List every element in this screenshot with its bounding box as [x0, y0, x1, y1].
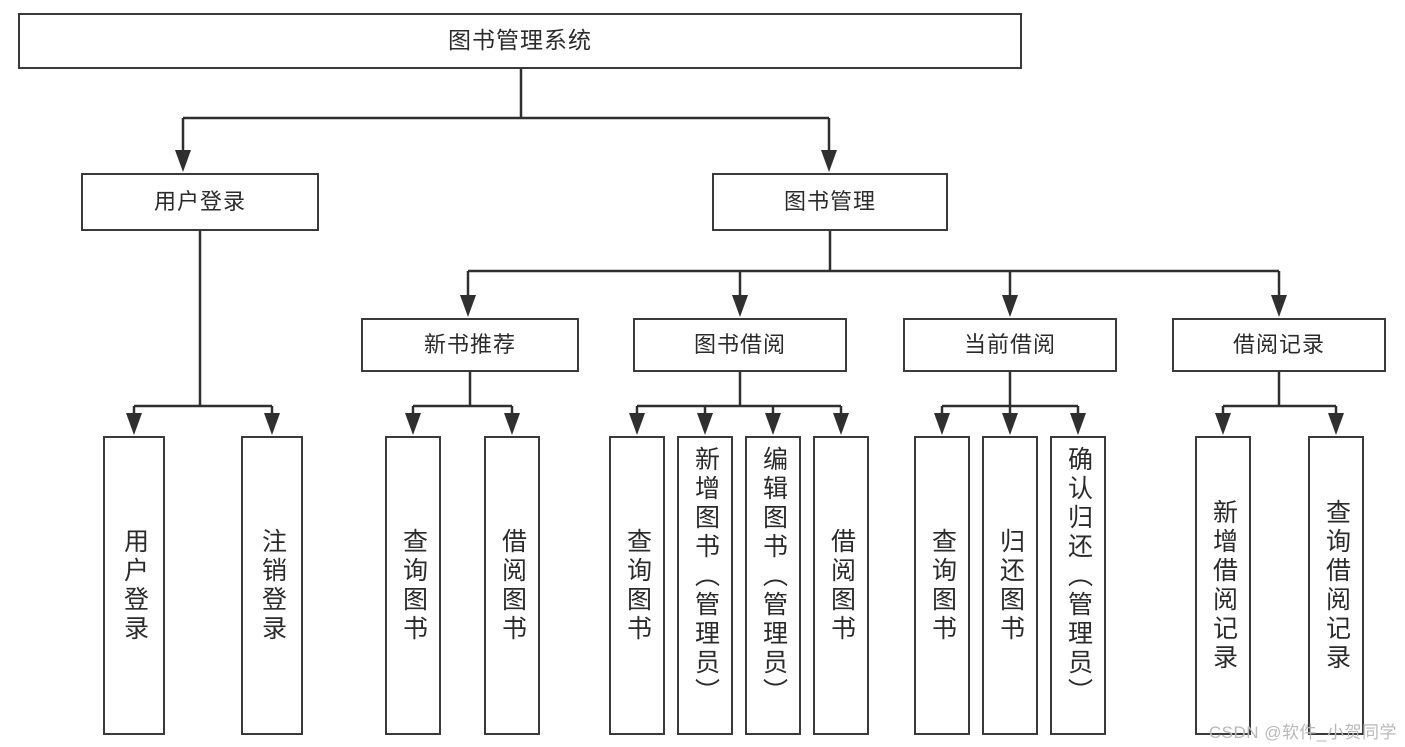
node-user-logout-leaf-label: 注销登录: [258, 527, 287, 644]
node-book-borrow-label: 图书借阅: [693, 332, 786, 358]
root-to-level1-arrow-0: [175, 150, 191, 172]
node-new-book-recommend-label: 新书推荐: [423, 332, 516, 358]
node-nbr-query-book[interactable]: 查询图书: [385, 436, 441, 735]
node-bb-add-book[interactable]: 新增图书（管理员）: [677, 436, 733, 735]
nbr-to-leaves-arrow-1: [504, 413, 520, 435]
bookmanage-to-level2-arrow-1: [732, 295, 748, 317]
bb-to-leaves-arrow-0: [629, 413, 645, 435]
bb-to-leaves-arrow-3: [833, 413, 849, 435]
node-book-borrow[interactable]: 图书借阅: [633, 318, 847, 372]
node-cb-return-book-label: 归还图书: [996, 527, 1025, 644]
node-user-login[interactable]: 用户登录: [81, 173, 319, 231]
br-to-leaves-arrow-1: [1328, 413, 1344, 435]
node-cb-confirm-return[interactable]: 确认归还（管理员）: [1050, 436, 1106, 735]
node-book-manage[interactable]: 图书管理: [712, 173, 948, 231]
nbr-to-leaves-arrow-0: [405, 413, 421, 435]
node-root[interactable]: 图书管理系统: [18, 13, 1022, 69]
cb-to-leaves-arrow-1: [1002, 413, 1018, 435]
node-cb-return-book[interactable]: 归还图书: [982, 436, 1038, 735]
node-cb-query-book-label: 查询图书: [928, 527, 957, 644]
node-bb-query-book[interactable]: 查询图书: [609, 436, 665, 735]
br-to-leaves-arrow-0: [1215, 413, 1231, 435]
node-user-login-leaf-label: 用户登录: [120, 527, 149, 644]
node-borrow-record[interactable]: 借阅记录: [1172, 318, 1386, 372]
node-new-book-recommend[interactable]: 新书推荐: [361, 318, 579, 372]
cb-to-leaves-arrow-0: [934, 413, 950, 435]
node-user-login-leaf[interactable]: 用户登录: [103, 436, 165, 735]
node-bb-edit-book[interactable]: 编辑图书（管理员）: [745, 436, 801, 735]
root-to-level1-arrow-1: [821, 150, 837, 172]
node-user-login-label: 用户登录: [153, 189, 246, 215]
node-cb-confirm-return-label: 确认归还（管理员）: [1064, 446, 1093, 707]
node-nbr-borrow-book-label: 借阅图书: [498, 527, 527, 644]
node-bb-add-book-label: 新增图书（管理员）: [691, 446, 720, 707]
node-cb-query-book[interactable]: 查询图书: [914, 436, 970, 735]
bookmanage-to-level2-arrow-2: [1002, 295, 1018, 317]
bookmanage-to-level2-arrow-3: [1271, 295, 1287, 317]
node-book-manage-label: 图书管理: [783, 189, 876, 215]
node-br-query-record[interactable]: 查询借阅记录: [1308, 436, 1364, 735]
userlogin-to-leaves-arrow-0: [126, 413, 142, 435]
userlogin-to-leaves-arrow-1: [264, 413, 280, 435]
node-br-add-record-label: 新增借阅记录: [1209, 498, 1238, 673]
watermark: CSDN @软件_小贺同学: [1208, 723, 1397, 742]
cb-to-leaves-arrow-2: [1070, 413, 1086, 435]
node-br-query-record-label: 查询借阅记录: [1322, 498, 1351, 673]
node-nbr-borrow-book[interactable]: 借阅图书: [484, 436, 540, 735]
node-current-borrow[interactable]: 当前借阅: [903, 318, 1117, 372]
node-bb-query-book-label: 查询图书: [623, 527, 652, 644]
node-br-add-record[interactable]: 新增借阅记录: [1195, 436, 1251, 735]
node-bb-borrow-book-label: 借阅图书: [827, 527, 856, 644]
bb-to-leaves-arrow-2: [765, 413, 781, 435]
node-current-borrow-label: 当前借阅: [963, 332, 1056, 358]
node-borrow-record-label: 借阅记录: [1232, 332, 1325, 358]
node-root-label: 图书管理系统: [448, 27, 592, 54]
bookmanage-to-level2-arrow-0: [460, 295, 476, 317]
node-nbr-query-book-label: 查询图书: [399, 527, 428, 644]
node-bb-edit-book-label: 编辑图书（管理员）: [759, 446, 788, 707]
node-user-logout-leaf[interactable]: 注销登录: [241, 436, 303, 735]
node-bb-borrow-book[interactable]: 借阅图书: [813, 436, 869, 735]
bb-to-leaves-arrow-1: [697, 413, 713, 435]
